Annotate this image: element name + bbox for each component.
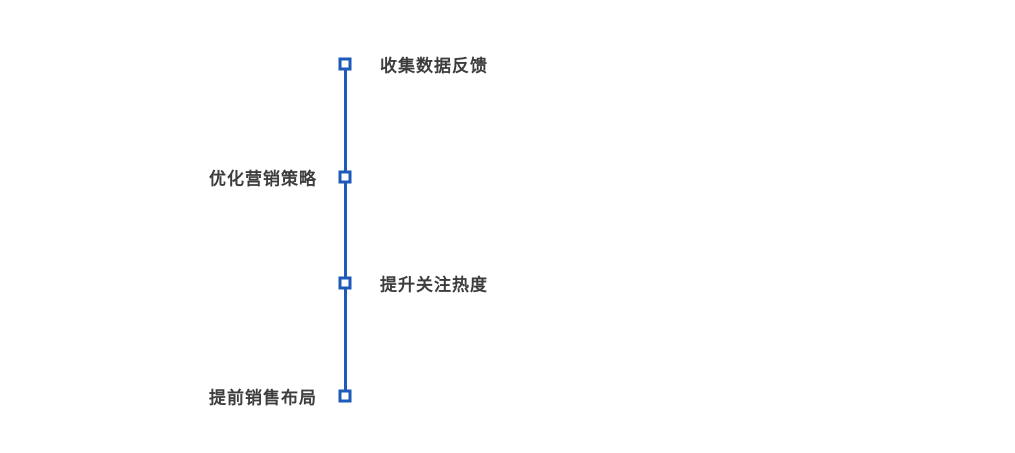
timeline-node-marker (338, 170, 352, 184)
timeline-node-marker (338, 57, 352, 71)
timeline-node-marker (338, 276, 352, 290)
timeline-node-marker (338, 389, 352, 403)
timeline-line (344, 64, 347, 396)
timeline-node-label: 提前销售布局 (209, 388, 317, 409)
timeline-node-label: 收集数据反馈 (380, 56, 488, 77)
timeline-node-label: 提升关注热度 (380, 275, 488, 296)
timeline-node-label: 优化营销策略 (209, 169, 317, 190)
